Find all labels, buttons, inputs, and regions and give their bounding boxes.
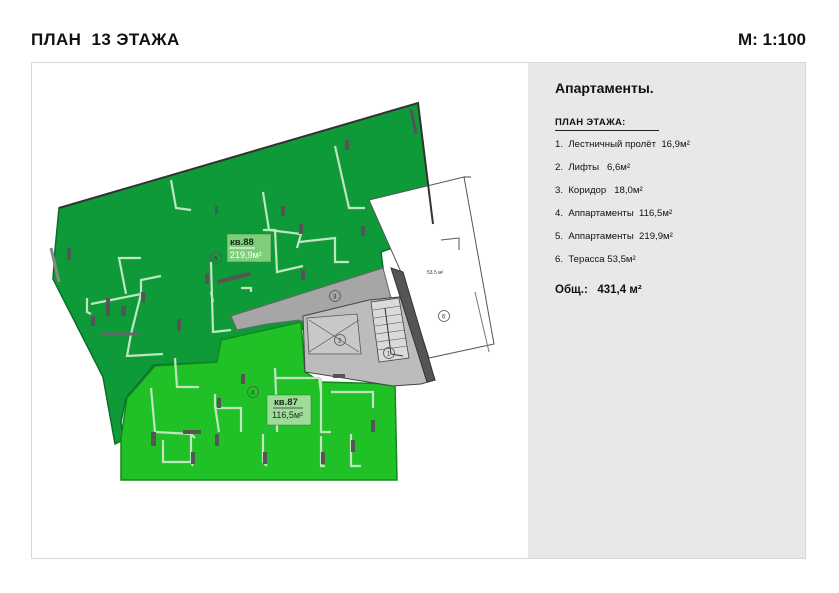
marker-2: 2: [338, 339, 342, 345]
legend-item-apartment-87: 4. Аппартаменты 116,5м²: [555, 208, 673, 219]
floor-plan: кв.88 219,9м² кв.87 116,5м² 53.5 м² 1 2 …: [49, 101, 495, 481]
legend-item-terrace: 6. Терасса 53,5м²: [555, 254, 636, 265]
apt-87-name: кв.87: [274, 397, 298, 408]
terrace-area-label: 53.5 м²: [427, 270, 444, 276]
section-divider: [555, 130, 659, 131]
legend-item-elevators: 2. Лифты 6,6м²: [555, 162, 631, 173]
page-title: ПЛАН 13 ЭТАЖА: [31, 30, 180, 49]
marker-3: 3: [333, 295, 337, 301]
legend-item-stairs: 1. Лестничный пролёт 16,9м²: [555, 139, 690, 150]
apt-88-name: кв.88: [230, 237, 254, 248]
legend-item-apartment-88: 5. Аппартаменты 219,9м²: [555, 231, 673, 242]
apt-87-area: 116,5м²: [272, 410, 303, 420]
marker-5: 5: [214, 257, 218, 263]
marker-4: 4: [251, 391, 255, 397]
marker-6: 6: [442, 315, 446, 321]
apt-88-area: 219,9м²: [230, 250, 262, 260]
apt-87-label-box: [266, 394, 312, 426]
area-legend: 1. Лестничный пролёт 16,9м² 2. Лифты 6,6…: [555, 139, 690, 277]
panel-title: Апартаменты.: [555, 80, 654, 96]
total-area: Общ.: 431,4 м²: [555, 284, 642, 296]
info-panel: Апартаменты. ПЛАН ЭТАЖА: 1. Лестничный п…: [528, 63, 805, 558]
scale-label: М: 1:100: [737, 30, 806, 49]
floor-plan-label: ПЛАН ЭТАЖА:: [555, 117, 626, 128]
marker-1: 1: [387, 352, 391, 358]
terrace-area[interactable]: [368, 176, 495, 359]
legend-item-corridor: 3. Коридор 18,0м²: [555, 185, 643, 196]
